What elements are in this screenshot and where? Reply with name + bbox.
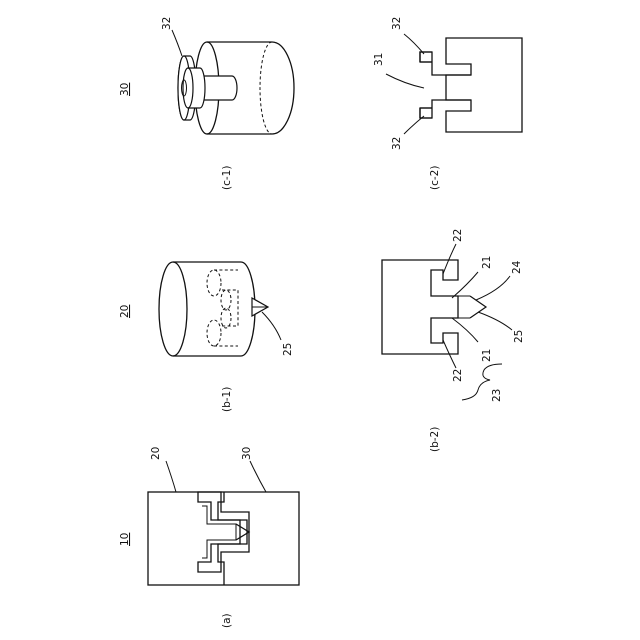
figure-c2: 32 31 32 (c-2)	[373, 17, 522, 190]
hidden-slot-lines	[214, 270, 238, 346]
ref-label-30-c1: 30	[119, 83, 131, 96]
caption-b2: (b-2)	[429, 427, 441, 452]
figure-a: 20 30 10 (a)	[119, 447, 299, 628]
ref-label-24: 24	[511, 260, 523, 274]
leader-21-bottom	[452, 318, 478, 342]
leader-21-top	[452, 272, 478, 298]
part-20-section	[382, 260, 458, 354]
figure-b2: 22 22 21 21 24 25 23 (b-2)	[382, 229, 525, 452]
hidden-neck-b	[221, 308, 231, 328]
flange-inner	[420, 62, 432, 108]
cylinder-30-right-end	[272, 42, 294, 134]
leader-22-top	[443, 244, 456, 274]
leader-24	[476, 276, 510, 300]
ref-label-21-bottom: 21	[481, 349, 493, 362]
caption-c2: (c-2)	[429, 166, 441, 190]
ref-label-32-bottom: 32	[391, 137, 403, 150]
ref-label-10: 10	[119, 533, 131, 546]
part-30-section-body	[446, 38, 522, 132]
leader-25-b1	[262, 312, 281, 340]
cylinder-body	[173, 262, 255, 356]
hidden-neck-a	[221, 290, 231, 310]
section-tip-base	[458, 296, 470, 318]
ref-label-32-top: 32	[391, 17, 403, 30]
ref-label-20: 20	[150, 447, 162, 460]
t-key-outline	[198, 492, 249, 572]
figure-b1: 25 20 (b-1)	[119, 262, 294, 412]
leader-25-b2	[478, 312, 512, 330]
leader-32-c1	[172, 30, 182, 56]
ref-label-31: 31	[373, 53, 385, 66]
ref-label-20-b1: 20	[119, 305, 131, 318]
ref-label-25-b1: 25	[282, 343, 294, 356]
leader-32-bottom	[404, 116, 424, 134]
t-key-inner-line	[202, 506, 236, 558]
ref-label-30: 30	[241, 447, 253, 460]
leader-20	[166, 461, 176, 492]
hidden-bore-bottom	[207, 320, 221, 346]
assembly-seam	[218, 492, 247, 585]
cylinder-30-hidden-end	[260, 42, 272, 134]
ref-label-21-top: 21	[481, 256, 493, 269]
ref-label-22-top: 22	[452, 229, 464, 242]
ref-label-25-b2: 25	[513, 330, 525, 343]
figure-c1: 32 30 (c-1)	[119, 17, 294, 190]
ref-label-23: 23	[491, 389, 503, 402]
leader-32-top	[404, 34, 424, 54]
hub-face	[183, 68, 193, 108]
cylinder-left-end	[159, 262, 187, 356]
hidden-bore-top	[207, 270, 221, 296]
ref-label-32-c1: 32	[161, 17, 173, 30]
caption-a: (a)	[221, 613, 233, 628]
leader-31	[386, 74, 424, 88]
caption-b1: (b-1)	[221, 387, 233, 412]
leader-30	[250, 461, 266, 492]
ref-label-22-bottom: 22	[452, 369, 464, 382]
caption-c1: (c-1)	[221, 166, 233, 190]
